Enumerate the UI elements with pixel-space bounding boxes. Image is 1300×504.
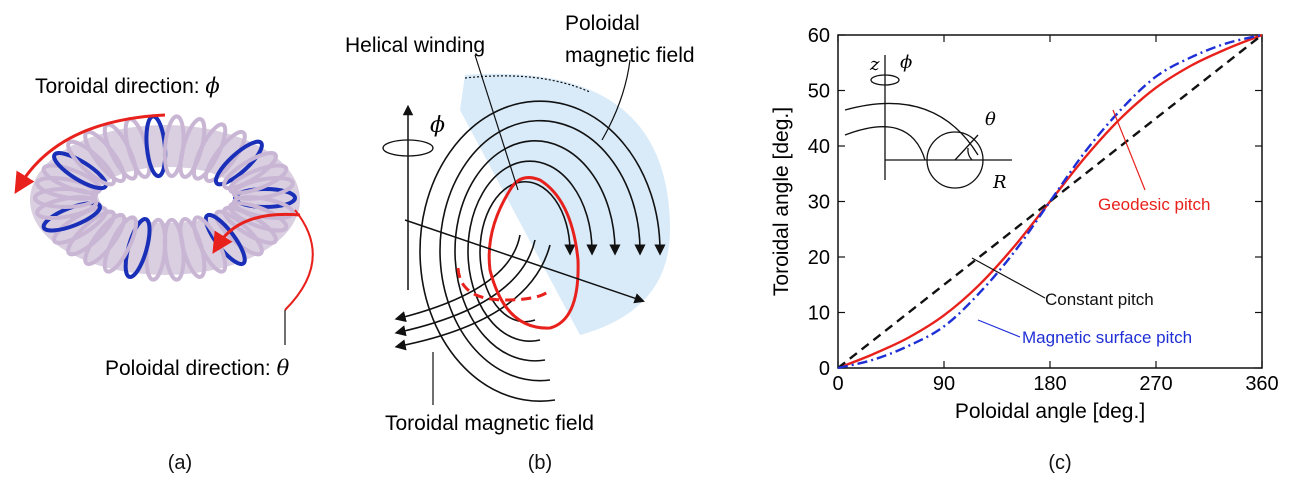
series-line-geodesic-pitch — [837, 33, 1263, 370]
coil-turn — [52, 151, 108, 191]
geodesic-pitch-annotation: Geodesic pitch — [1098, 195, 1210, 214]
y-tick-label: 10 — [808, 303, 830, 325]
toroidal-direction-label: Toroidal direction: ϕ — [35, 74, 220, 98]
inset-R: R — [992, 172, 1007, 193]
caption-b: (b) — [527, 452, 553, 474]
helical-winding — [456, 176, 580, 330]
coil-turn — [213, 209, 264, 257]
coil-turn — [213, 139, 264, 187]
poloidal-direction-label: Poloidal direction: θ — [105, 356, 290, 380]
coil-turn — [66, 139, 117, 187]
x-tick-label: 360 — [1245, 373, 1278, 395]
caption-c: (c) — [1048, 452, 1072, 474]
coil-turn — [52, 205, 108, 245]
coil-turn — [228, 163, 289, 195]
x-tick-label: 90 — [933, 373, 955, 395]
x-tick-label: 180 — [1033, 373, 1066, 395]
phi-rotation-icon — [382, 139, 434, 157]
magnetic-surface-pitch-annotation: Magnetic surface pitch — [1022, 328, 1192, 347]
field-lines — [394, 100, 666, 402]
torus-illustration: Toroidal direction: ϕ Poloidal direction… — [14, 74, 314, 380]
y-tick-label: 0 — [819, 358, 830, 380]
torus-coils — [30, 114, 300, 282]
coil-turn — [191, 122, 228, 181]
x-axis-label: Poloidal angle [deg.] — [955, 400, 1145, 423]
inset-coordinate-sketch — [844, 55, 1012, 189]
phi-symbol: ϕ — [430, 113, 445, 138]
series-line-magnetic-surface-pitch — [837, 33, 1263, 370]
poloidal-field-label-line2: magnetic field — [565, 44, 695, 67]
y-tick-label: 30 — [808, 192, 830, 214]
y-tick-label: 40 — [808, 136, 830, 158]
panel-a: Toroidal direction: ϕ Poloidal direction… — [0, 0, 380, 499]
constant-pitch-annotation: Constant pitch — [1045, 290, 1154, 309]
helical-winding-label: Helical winding — [345, 34, 485, 57]
y-axis-label: Toroidal angle [deg.] — [770, 107, 793, 296]
coil-turn — [102, 215, 139, 274]
x-tick-label: 270 — [1139, 373, 1172, 395]
poloidal-direction-arrow — [212, 212, 301, 254]
helical-winding-diagram: ϕ Helical winding Poloidal magnetic fiel… — [345, 12, 695, 435]
panel-b: ϕ Helical winding Poloidal magnetic fiel… — [340, 0, 750, 499]
y-tick-label: 60 — [808, 25, 830, 47]
inset-phi: ϕ — [900, 52, 912, 73]
y-tick-label: 50 — [808, 81, 830, 103]
coil-turn — [203, 129, 247, 184]
y-tick-label: 20 — [808, 247, 830, 269]
poloidal-field-shade — [460, 73, 670, 335]
inset-z: z — [869, 54, 880, 75]
coil-turn — [66, 209, 117, 257]
toroidal-field-label: Toroidal magnetic field — [385, 412, 594, 435]
x-tick-label: 0 — [832, 373, 843, 395]
poloidal-field-label-line1: Poloidal — [565, 12, 640, 35]
toroidal-direction-arrow — [14, 113, 166, 194]
coil-turn — [83, 212, 127, 267]
caption-a: (a) — [167, 452, 193, 474]
coil-turn — [231, 175, 295, 201]
coil-turn — [222, 151, 278, 191]
inset-theta: θ — [985, 109, 996, 130]
